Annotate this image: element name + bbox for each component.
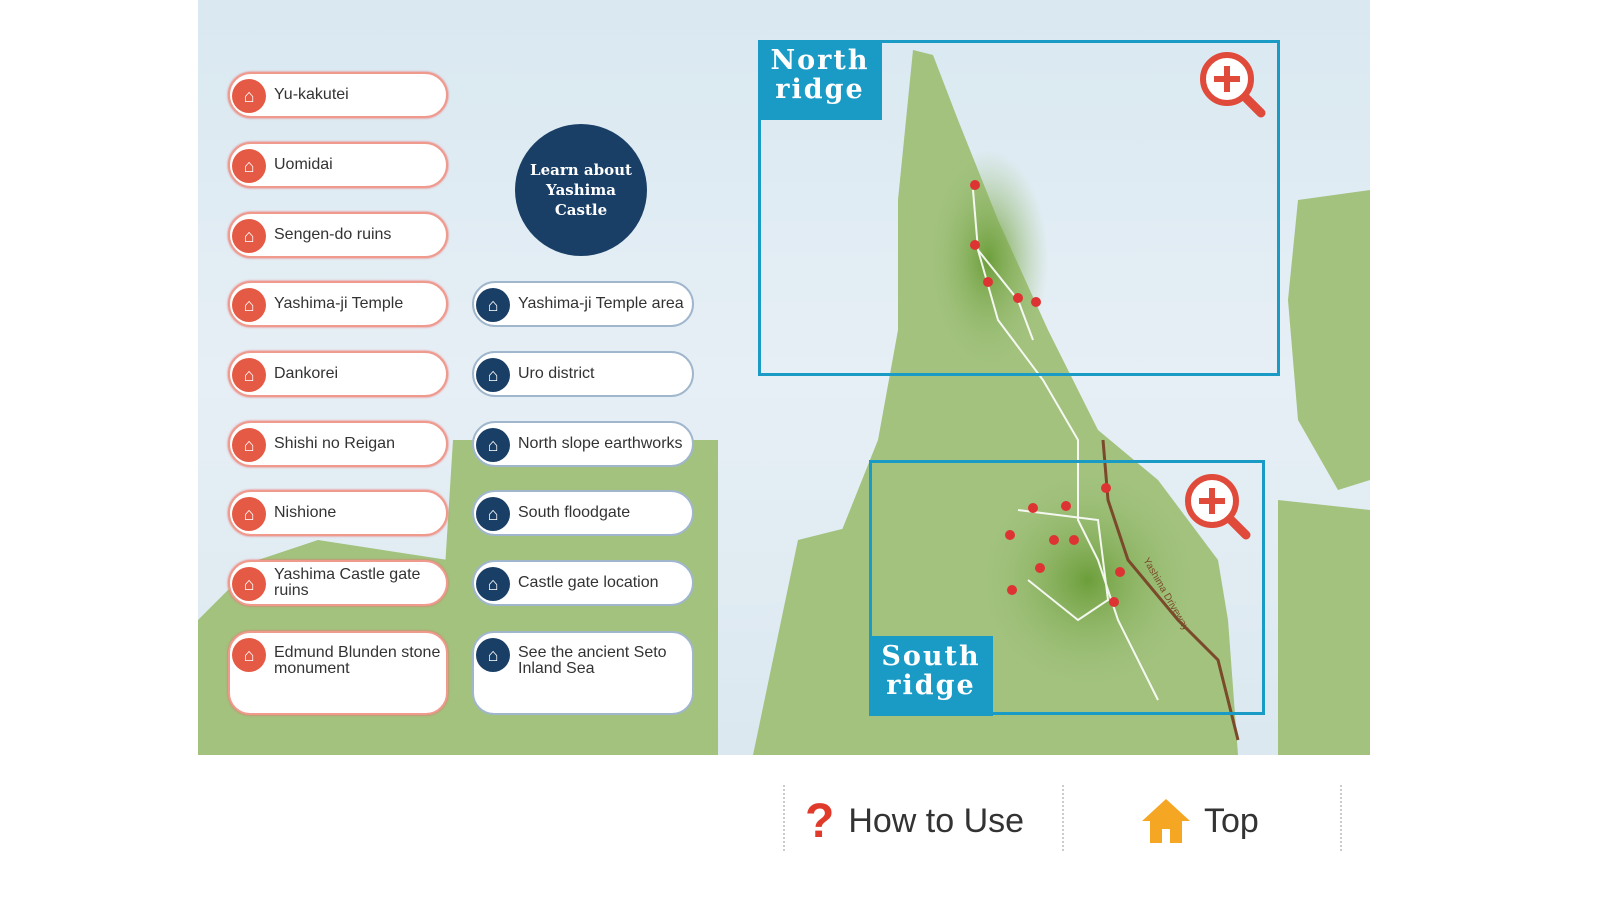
castle-icon: ⌂	[232, 79, 266, 113]
place-label: Nishione	[274, 504, 337, 521]
label-line: South	[881, 641, 981, 672]
castle-icon: ⌂	[476, 638, 510, 672]
area-label: Yashima-ji Temple area	[518, 295, 684, 312]
divider	[1340, 785, 1342, 851]
how-to-use-label: How to Use	[848, 801, 1025, 840]
castle-icon: ⌂	[232, 219, 266, 253]
how-to-use-button[interactable]: ? How to Use	[805, 794, 1025, 848]
place-label: Dankorei	[274, 365, 339, 382]
castle-icon: ⌂	[476, 288, 510, 322]
castle-icon: ⌂	[232, 638, 266, 672]
learn-about-castle-button[interactable]: Learn about Yashima Castle	[515, 124, 647, 256]
area-label: North slope earthworks	[518, 435, 683, 452]
area-button-castle-gate-location[interactable]: ⌂ Castle gate location	[472, 560, 694, 606]
place-label: Sengen-do ruins	[274, 226, 392, 243]
place-button-shishi-no-reigan[interactable]: ⌂ Shishi no Reigan	[228, 421, 448, 467]
castle-icon: ⌂	[232, 497, 266, 531]
label-line: ridge	[886, 670, 976, 701]
area-button-yashima-ji-area[interactable]: ⌂ Yashima-ji Temple area	[472, 281, 694, 327]
area-button-south-floodgate[interactable]: ⌂ South floodgate	[472, 490, 694, 536]
castle-icon: ⌂	[232, 358, 266, 392]
label-line: ridge	[775, 74, 865, 105]
area-label: South floodgate	[518, 504, 631, 521]
divider	[1062, 785, 1064, 851]
place-button-castle-gate-ruins[interactable]: ⌂Yashima Castle gate ruins	[228, 560, 448, 606]
place-button-dankorei[interactable]: ⌂ Dankorei	[228, 351, 448, 397]
divider	[783, 785, 785, 851]
castle-icon: ⌂	[476, 567, 510, 601]
area-label: Castle gate location	[518, 574, 659, 591]
place-button-yashima-ji[interactable]: ⌂ Yashima-ji Temple	[228, 281, 448, 327]
place-label: Yashima-ji Temple	[274, 295, 404, 312]
place-label: Yashima Castle gate ruins	[274, 566, 421, 599]
place-button-nishione[interactable]: ⌂ Nishione	[228, 490, 448, 536]
label-line: North	[770, 45, 870, 76]
castle-icon: ⌂	[232, 567, 266, 601]
area-button-uro-district[interactable]: ⌂ Uro district	[472, 351, 694, 397]
area-button-seto-inland-sea[interactable]: ⌂See the ancient Seto Inland Sea	[472, 631, 694, 715]
place-label: Yu-kakutei	[274, 86, 349, 103]
castle-icon: ⌂	[476, 497, 510, 531]
castle-icon: ⌂	[232, 428, 266, 462]
place-label: Edmund Blunden stone monument	[274, 644, 441, 677]
area-label: Uro district	[518, 365, 595, 382]
top-label: Top	[1204, 801, 1259, 840]
learn-label: Learn about Yashima Castle	[530, 161, 632, 219]
place-label: Shishi no Reigan	[274, 435, 395, 452]
castle-icon: ⌂	[476, 428, 510, 462]
home-icon	[1142, 799, 1190, 843]
place-button-edmund-blunden[interactable]: ⌂Edmund Blunden stone monument	[228, 631, 448, 715]
place-button-uomidai[interactable]: ⌂ Uomidai	[228, 142, 448, 188]
castle-icon: ⌂	[232, 288, 266, 322]
question-icon: ?	[805, 794, 835, 848]
top-button[interactable]: Top	[1140, 795, 1259, 847]
castle-icon: ⌂	[232, 149, 266, 183]
castle-icon: ⌂	[476, 358, 510, 392]
place-label: Uomidai	[274, 156, 333, 173]
zoom-in-icon[interactable]	[1197, 49, 1267, 119]
area-button-north-slope[interactable]: ⌂ North slope earthworks	[472, 421, 694, 467]
place-button-sengen-do[interactable]: ⌂ Sengen-do ruins	[228, 212, 448, 258]
area-label: See the ancient Seto Inland Sea	[518, 644, 667, 677]
zoom-in-icon[interactable]	[1182, 471, 1252, 541]
place-button-yu-kakutei[interactable]: ⌂ Yu-kakutei	[228, 72, 448, 118]
